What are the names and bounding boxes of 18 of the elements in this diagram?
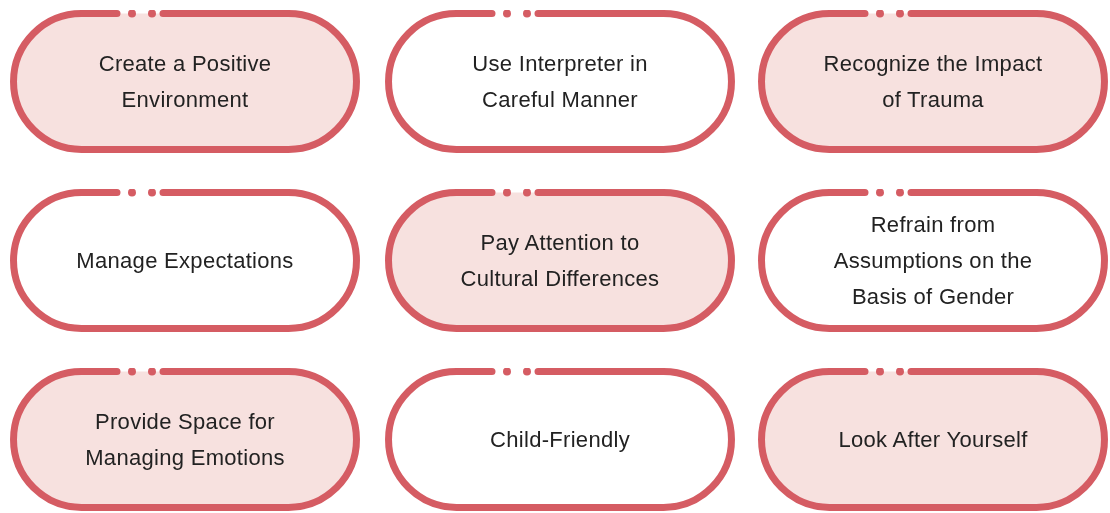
rounded-box xyxy=(758,189,1108,332)
box-text: Child-Friendly xyxy=(490,425,630,454)
rounded-box xyxy=(385,189,735,332)
box-text: Refrain from Assumptions on the Basis of Gender xyxy=(832,210,1034,311)
box-text: Use Interpreter in Careful Manner xyxy=(471,49,649,114)
rounded-box xyxy=(10,189,360,332)
rounded-box xyxy=(758,368,1108,511)
box-text: Recognize the Impact of Trauma xyxy=(822,49,1044,114)
box-text: Look After Yourself xyxy=(838,425,1028,454)
rounded-box xyxy=(10,10,360,153)
rounded-box xyxy=(758,10,1108,153)
box-text: Pay Attention to Cultural Differences xyxy=(459,228,661,293)
box-text: Provide Space for Managing Emotions xyxy=(84,407,286,472)
box-text: Manage Expectations xyxy=(76,246,294,275)
box-text: Create a Positive Environment xyxy=(97,49,273,114)
rounded-box xyxy=(385,10,735,153)
rounded-box xyxy=(385,368,735,511)
rounded-box xyxy=(10,368,360,511)
